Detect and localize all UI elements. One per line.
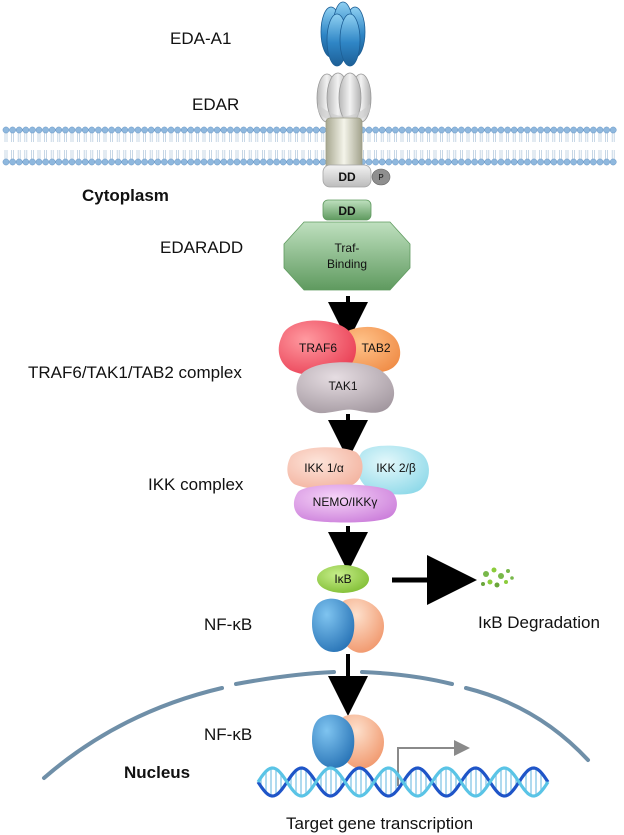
traf-complex-label: TRAF6/TAK1/TAB2 complex: [28, 363, 242, 382]
nemo-shape: [293, 484, 397, 523]
dna-double-helix: [256, 766, 550, 798]
edaradd-label: EDARADD: [160, 238, 243, 257]
ikk-complex-label: IKK complex: [148, 475, 244, 494]
nfkb-blue-subunit: [312, 598, 355, 652]
ikk1-shape: [287, 447, 363, 490]
cell-membrane: [2, 126, 617, 166]
traf-binding-label-line1: Traf-: [335, 241, 360, 255]
eda-a1-ligand: [320, 1, 366, 67]
target-gene-label: Target gene transcription: [286, 814, 473, 833]
ikb-shape: [317, 565, 369, 593]
dd-receptor-label: DD: [338, 170, 356, 184]
phosphorylation-badge: P: [371, 168, 391, 186]
edar-death-domain: DD: [322, 164, 372, 188]
tak1-label: TAK1: [328, 379, 357, 393]
tak1-shape: [296, 362, 395, 414]
dd-adaptor-label: DD: [338, 204, 356, 218]
tab2-label: TAB2: [361, 341, 390, 355]
traf6-shape: [278, 320, 357, 376]
ikb-degradation-label: IκB Degradation: [478, 613, 600, 632]
ikb-inner-label: IκB: [334, 572, 351, 586]
ikk2-shape: [357, 445, 429, 495]
traf6-label: TRAF6: [299, 341, 337, 355]
nfkb-nuclear-dimer: [312, 714, 384, 769]
nemo-label: NEMO/IKKγ: [313, 495, 378, 509]
edaradd-dd-domain: DD: [322, 199, 372, 221]
tab2-shape: [339, 326, 401, 373]
eda-a1-label: EDA-A1: [170, 29, 231, 48]
traf-binding-domain: Traf- Binding: [283, 221, 411, 291]
phospho-label: P: [378, 173, 383, 182]
edar-label: EDAR: [192, 95, 239, 114]
traf-binding-label-line2: Binding: [327, 257, 367, 271]
nfkb-nucleus-label: NF-κB: [204, 725, 252, 744]
ikk2-label: IKK 2/β: [376, 461, 416, 475]
ikk1-label: IKK 1/α: [304, 461, 344, 475]
nucleus-label: Nucleus: [124, 763, 190, 782]
nuclear-envelope: [42, 670, 590, 780]
edar-receptor: [316, 72, 372, 125]
cytoplasm-label: Cytoplasm: [82, 186, 169, 205]
nfkb-cytoplasm-label: NF-κB: [204, 615, 252, 634]
ikk-complex: IKK 1/α IKK 2/β NEMO/IKKγ: [287, 445, 429, 523]
traf6-tak1-tab2-complex: TRAF6 TAB2 TAK1: [278, 320, 401, 414]
degraded-ikb-fragments: [481, 567, 514, 588]
ikb-nfkb-complex: IκB: [312, 565, 384, 653]
